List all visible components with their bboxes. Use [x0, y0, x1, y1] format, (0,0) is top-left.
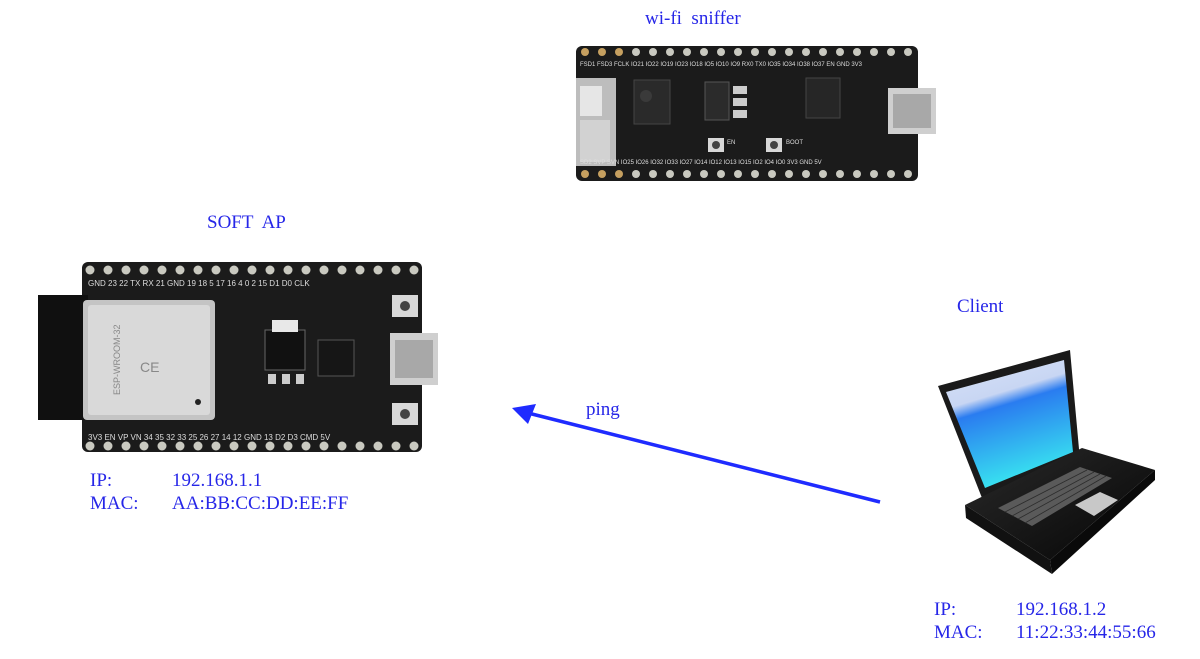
svg-text:GND 23 22 TX RX 21 GND 19 18 5: GND 23 22 TX RX 21 GND 19 18 5 17 16 4 0…: [88, 279, 310, 288]
laptop-keyboard: [998, 467, 1112, 526]
sniffer-board: FSD1 FSD3 FCLK IO21 IO22 IO19 IO23 IO18 …: [576, 46, 936, 181]
soft-ap-ip: 192.168.1.1: [172, 470, 263, 491]
soft-ap-ip-label: IP:: [90, 470, 113, 491]
soft-ap-board: ESP-WROOM-32 CE 3V3 EN VP V: [38, 262, 438, 452]
soft-ap-mac: AA:BB:CC:DD:EE:FF: [172, 493, 349, 514]
client-laptop: [938, 350, 1155, 574]
laptop-touchpad: [1075, 492, 1118, 516]
sniffer-top-pins: [581, 48, 912, 56]
client-title: Client: [957, 296, 1004, 317]
client-info: IP: 192.168.1.2 MAC: 11:22:33:44:55:66: [934, 598, 1156, 644]
svg-text:EN: EN: [727, 140, 735, 146]
arrow-head-icon: [512, 404, 536, 424]
soft-ap-mac-label: MAC:: [90, 493, 139, 514]
sniffer-title: wi-fi sniffer: [645, 8, 741, 29]
svg-text:SD2 SVP SVN IO25 IO26 IO32 IO3: SD2 SVP SVN IO25 IO26 IO32 IO33 IO27 IO1…: [580, 160, 822, 166]
soft-ap-top-pins: [85, 265, 419, 275]
soft-ap-bottom-pins: [85, 441, 419, 451]
svg-text:ESP-WROOM-32: ESP-WROOM-32: [112, 324, 122, 395]
soft-ap-title: SOFT AP: [207, 212, 286, 233]
svg-text:BOOT: BOOT: [786, 140, 803, 146]
client-mac-label: MAC:: [934, 622, 983, 643]
svg-text:FSD1 FSD3 FCLK IO21 IO22 IO19: FSD1 FSD3 FCLK IO21 IO22 IO19 IO23 IO18 …: [580, 62, 863, 68]
sniffer-bottom-pins: [581, 170, 912, 178]
svg-text:CE: CE: [140, 359, 159, 375]
client-mac: 11:22:33:44:55:66: [1016, 622, 1156, 643]
ping-arrow: [512, 404, 881, 504]
soft-ap-info: IP: 192.168.1.1 MAC: AA:BB:CC:DD:EE:FF: [90, 469, 348, 515]
laptop-screen: [946, 360, 1073, 488]
client-ip-label: IP:: [934, 599, 957, 620]
ping-label: ping: [586, 399, 620, 420]
svg-text:3V3 EN VP VN 34 35 32 33 25 26: 3V3 EN VP VN 34 35 32 33 25 26 27 14 12 …: [88, 433, 331, 442]
client-ip: 192.168.1.2: [1016, 599, 1107, 620]
